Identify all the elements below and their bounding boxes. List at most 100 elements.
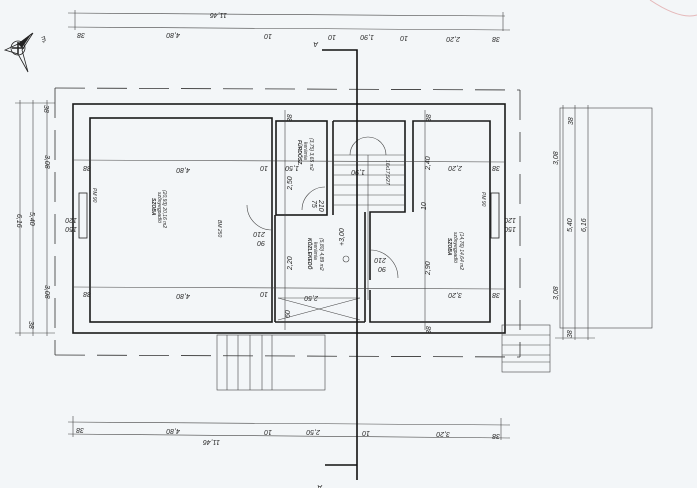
room-name: SZOBA [446,238,452,256]
dim-label: 38 [492,291,500,298]
room-name: FÜRDŐSZ. [296,140,303,166]
dim-label: 3,08 [553,286,560,300]
dim-label: 1,90 [351,168,365,175]
dim-label: 4,80 [166,31,180,38]
left-dimensions: 6,16 5,40 38 3,08 3,08 38 [15,100,55,336]
dim-label: 10 [421,202,428,210]
dim-label: 38 [42,105,49,113]
staircase: 1,90 16x17,5/27 [333,136,405,300]
bottom-dimensions: 11,46 38 4,80 10 2,50 10 3,20 38 [67,416,511,445]
room-hall: KÖZLEKEDŐ kerámia (5,80) 4,89 m2 +3,00 2… [285,228,387,318]
window-label: PM 90 [91,188,97,203]
dim-label: 38 [27,321,34,329]
dim-label: 2,20 [287,256,294,271]
dim-label: 38 [77,31,85,38]
dim-label: 2,20 [446,35,461,42]
compass-icon: É [3,32,48,73]
external-stairs-left [216,334,326,391]
dim-label: 10 [328,33,336,40]
dim-label: 90 [378,265,386,272]
dim-label: 6,16 [15,214,22,228]
dim-label: 38 [83,290,91,297]
doors [246,186,399,279]
dim-label: 10 [400,34,408,41]
dim-label: 1,50 [285,164,299,171]
top-total: 11,46 [210,11,227,18]
walls [72,103,506,334]
dim-label: 38 [568,117,575,125]
dim-label: 4,80 [176,166,190,173]
dim-label: 2,50 [306,428,321,435]
dim-label: 2,20 [448,164,463,171]
right-dimensions: 3,08 3,08 5,40 6,16 38 38 [553,105,653,340]
dim-label: 150 [504,225,516,232]
dim-label: 38 [76,426,84,433]
dim-label: 75 [310,200,317,208]
dim-label: 5,40 [28,212,35,226]
dim-label: 120 [65,216,77,223]
dim-label: 4,80 [176,292,190,299]
window-label: PM 90 [480,192,486,207]
compass-label: É [40,34,48,44]
room-name: SZOBA [150,198,156,216]
hall-cross [277,297,361,321]
dim-label: 10 [362,429,370,436]
dim-label: 90 [257,239,265,246]
dim-label: 38 [83,164,91,171]
room-area: (14,76) 14,64 m2 [458,232,464,270]
dim-label: 4,80 [166,427,180,434]
dim-label: 10 [264,428,272,435]
dim-label: 2,50 [304,294,319,301]
dim-label: 38 [492,35,500,42]
dim-label: 38 [492,164,500,171]
level-marker-icon [342,255,350,263]
dim-label: 2,50 [287,176,294,191]
door-label: BM 250 [216,220,222,237]
room-floor: szőnyegpadló [156,192,162,223]
dim-label: 38 [567,330,574,338]
dim-label: 3,08 [43,155,50,169]
dim-label: 3,08 [43,285,50,299]
external-stairs-right [501,324,551,373]
dim-label: 3,08 [553,151,560,165]
dim-label: 38 [287,114,294,122]
dim-label: 3,20 [448,291,462,298]
dim-label: 5,40 [567,218,574,232]
dim-label: 38 [492,432,500,439]
section-marker-bottom: A [317,483,323,488]
dim-label: 3,20 [436,430,450,437]
room-area: (5,80) 4,89 m2 [318,238,324,271]
room-floor: szőnyegpadló [452,232,458,263]
section-marker-top: A [313,40,319,47]
dim-label: 1,90 [360,33,374,40]
dim-label: 38 [426,114,433,122]
room-area: (20,93) 20,16 m2 [161,190,167,228]
bottom-total: 11,46 [203,438,220,445]
dim-label: 210 [253,230,266,237]
room-name: KÖZLEKEDŐ [306,238,313,270]
section-line: A A [313,40,358,488]
top-dimensions: 11,46 38 4,80 10 10 1,90 10 2,20 38 [67,10,511,42]
inner-dim-lines [72,110,506,330]
room-floor: kerámia [302,142,308,160]
level-label: +3,00 [339,228,346,246]
room-floor: kerámia [312,242,318,260]
room-area: (3,75) 3,65 m2 [308,138,314,171]
dim-label: 6,16 [581,218,588,232]
room-left: 4,80 4,80 38 38 10 10 PM 90 120 150 SZOB… [65,164,268,299]
dim-label: 150 [65,225,77,232]
dim-label: 2,90 [425,261,432,276]
dim-label: 60 [285,310,292,318]
stair-steps-label: 16x17,5/27 [384,160,390,185]
dim-label: 210 [317,199,324,212]
room-right: 2,20 3,20 2,40 2,90 10 SZOBA szőnyegpadl… [421,114,516,334]
dim-label: 2,40 [425,156,432,171]
dim-label: 10 [260,164,268,171]
dim-label: 120 [504,216,516,223]
dim-label: 38 [426,326,433,334]
dim-label: 10 [260,290,268,297]
dim-label: 210 [374,256,387,263]
eaves-outline [54,87,521,358]
stamp-mark [649,0,697,17]
